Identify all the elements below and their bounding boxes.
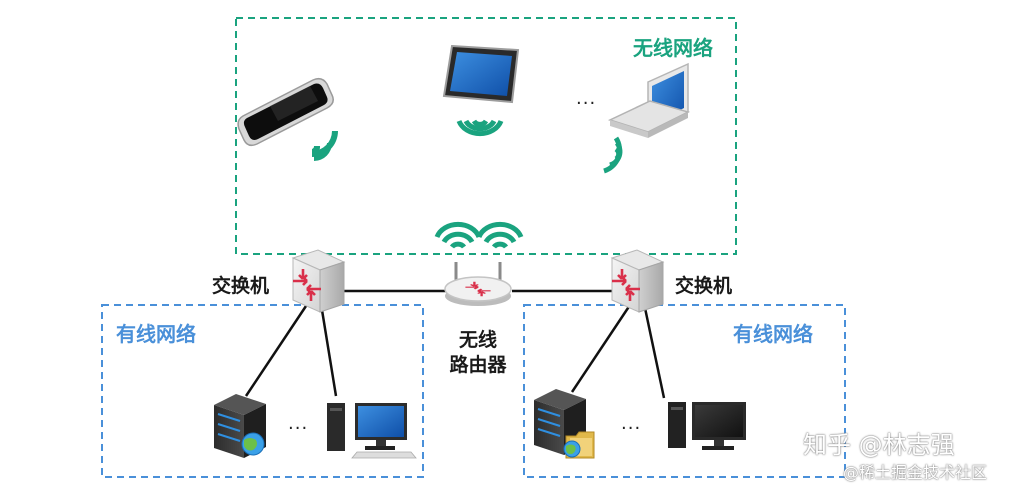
wired-zone-right-title: 有线网络 bbox=[733, 318, 813, 347]
zhihu-watermark: 知乎 @林志强 bbox=[803, 425, 955, 460]
wifi-signal-icon bbox=[459, 121, 501, 134]
switch-icon bbox=[612, 250, 663, 312]
wifi-signal-icon bbox=[312, 131, 338, 161]
wired-left-ellipsis: ... bbox=[288, 413, 308, 434]
switch-right-label: 交换机 bbox=[675, 271, 732, 298]
wired-zone-left-title: 有线网络 bbox=[116, 318, 196, 347]
desktop-computer-icon bbox=[668, 402, 746, 450]
switch-left-label: 交换机 bbox=[212, 271, 269, 298]
router-label-line2: 路由器 bbox=[446, 350, 510, 377]
wifi-signal-icon bbox=[604, 138, 620, 171]
tablet-icon bbox=[444, 46, 518, 102]
globe-icon bbox=[564, 441, 580, 457]
desktop-computer-icon bbox=[327, 403, 416, 458]
wireless-ellipsis: ... bbox=[576, 88, 596, 109]
smartphone-icon bbox=[238, 79, 333, 146]
wifi-signal-icon bbox=[479, 224, 521, 247]
globe-icon bbox=[242, 433, 264, 455]
wireless-zone-title: 无线网络 bbox=[633, 32, 713, 61]
laptop-icon bbox=[610, 64, 688, 138]
wired-right-ellipsis: ... bbox=[621, 413, 641, 434]
wifi-signal-icon bbox=[437, 224, 479, 247]
router-label-line1: 无线 bbox=[456, 325, 500, 352]
switch-icon bbox=[293, 250, 344, 312]
juejin-watermark: @稀土掘金技术社区 bbox=[843, 459, 987, 483]
wireless-router-icon bbox=[445, 262, 511, 306]
